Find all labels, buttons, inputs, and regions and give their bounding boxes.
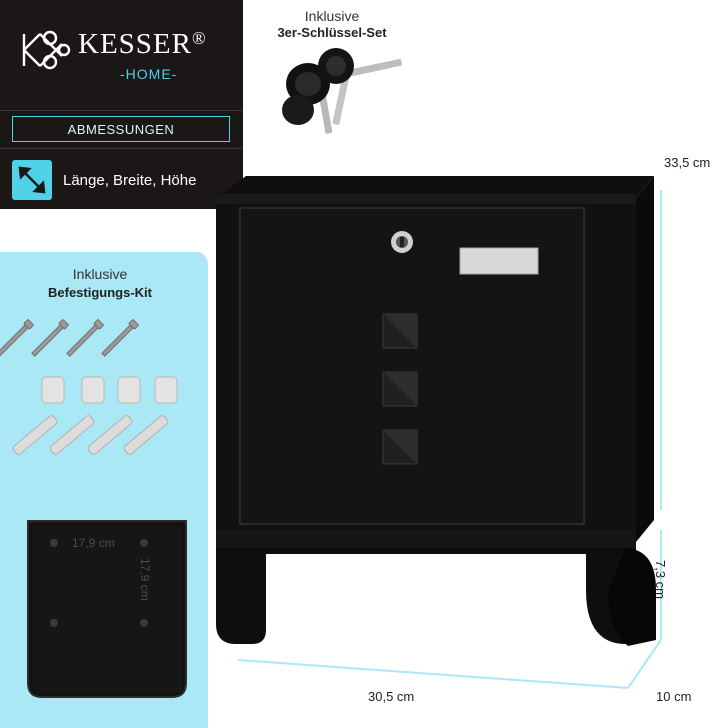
- brand-panel: [0, 0, 243, 110]
- divider: [0, 148, 243, 149]
- back-hole-spacing-width: 17,9 cm: [72, 536, 115, 550]
- mailbox-front-view: [216, 176, 662, 689]
- brand-logo-icon: [22, 30, 71, 70]
- key-icon: [282, 48, 402, 134]
- keys-image: [282, 48, 402, 134]
- name-tag-window: [459, 247, 539, 275]
- lock-icon: [391, 231, 413, 253]
- kit-label-line2: Befestigungs-Kit: [48, 285, 152, 300]
- mounting-kit-image: [0, 319, 178, 455]
- viewing-window-icon: [382, 313, 418, 465]
- keys-label-line1: Inklusive: [304, 8, 360, 24]
- kit-label-line1: Inklusive: [72, 266, 128, 282]
- height-dimension-label: 33,5 cm: [664, 155, 711, 170]
- dimension-lines: [237, 190, 662, 689]
- keys-label-line2: 3er-Schlüssel-Set: [277, 25, 387, 40]
- mailbox-back-view: [27, 520, 187, 698]
- mounting-hole-icon: [50, 539, 148, 627]
- back-hole-spacing-height: 17,9 cm: [138, 558, 152, 601]
- dimensions-legend: Länge, Breite, Höhe: [63, 172, 197, 189]
- slot-dimension-label: 7,3 cm: [653, 560, 668, 600]
- diagonal-resize-arrow-icon: [12, 160, 52, 200]
- spacer-icon: [41, 376, 178, 404]
- wall-plug-icon: [12, 415, 169, 455]
- width-dimension-label: 30,5 cm: [368, 689, 415, 704]
- screw-icon: [0, 319, 139, 357]
- brand-subtitle: -HOME-: [120, 66, 178, 82]
- dimensions-title: ABMESSUNGEN: [12, 116, 230, 142]
- registered-mark: ®: [191, 28, 207, 48]
- depth-dimension-label: 10 cm: [656, 689, 692, 704]
- brand-name: KESSER®: [78, 28, 207, 60]
